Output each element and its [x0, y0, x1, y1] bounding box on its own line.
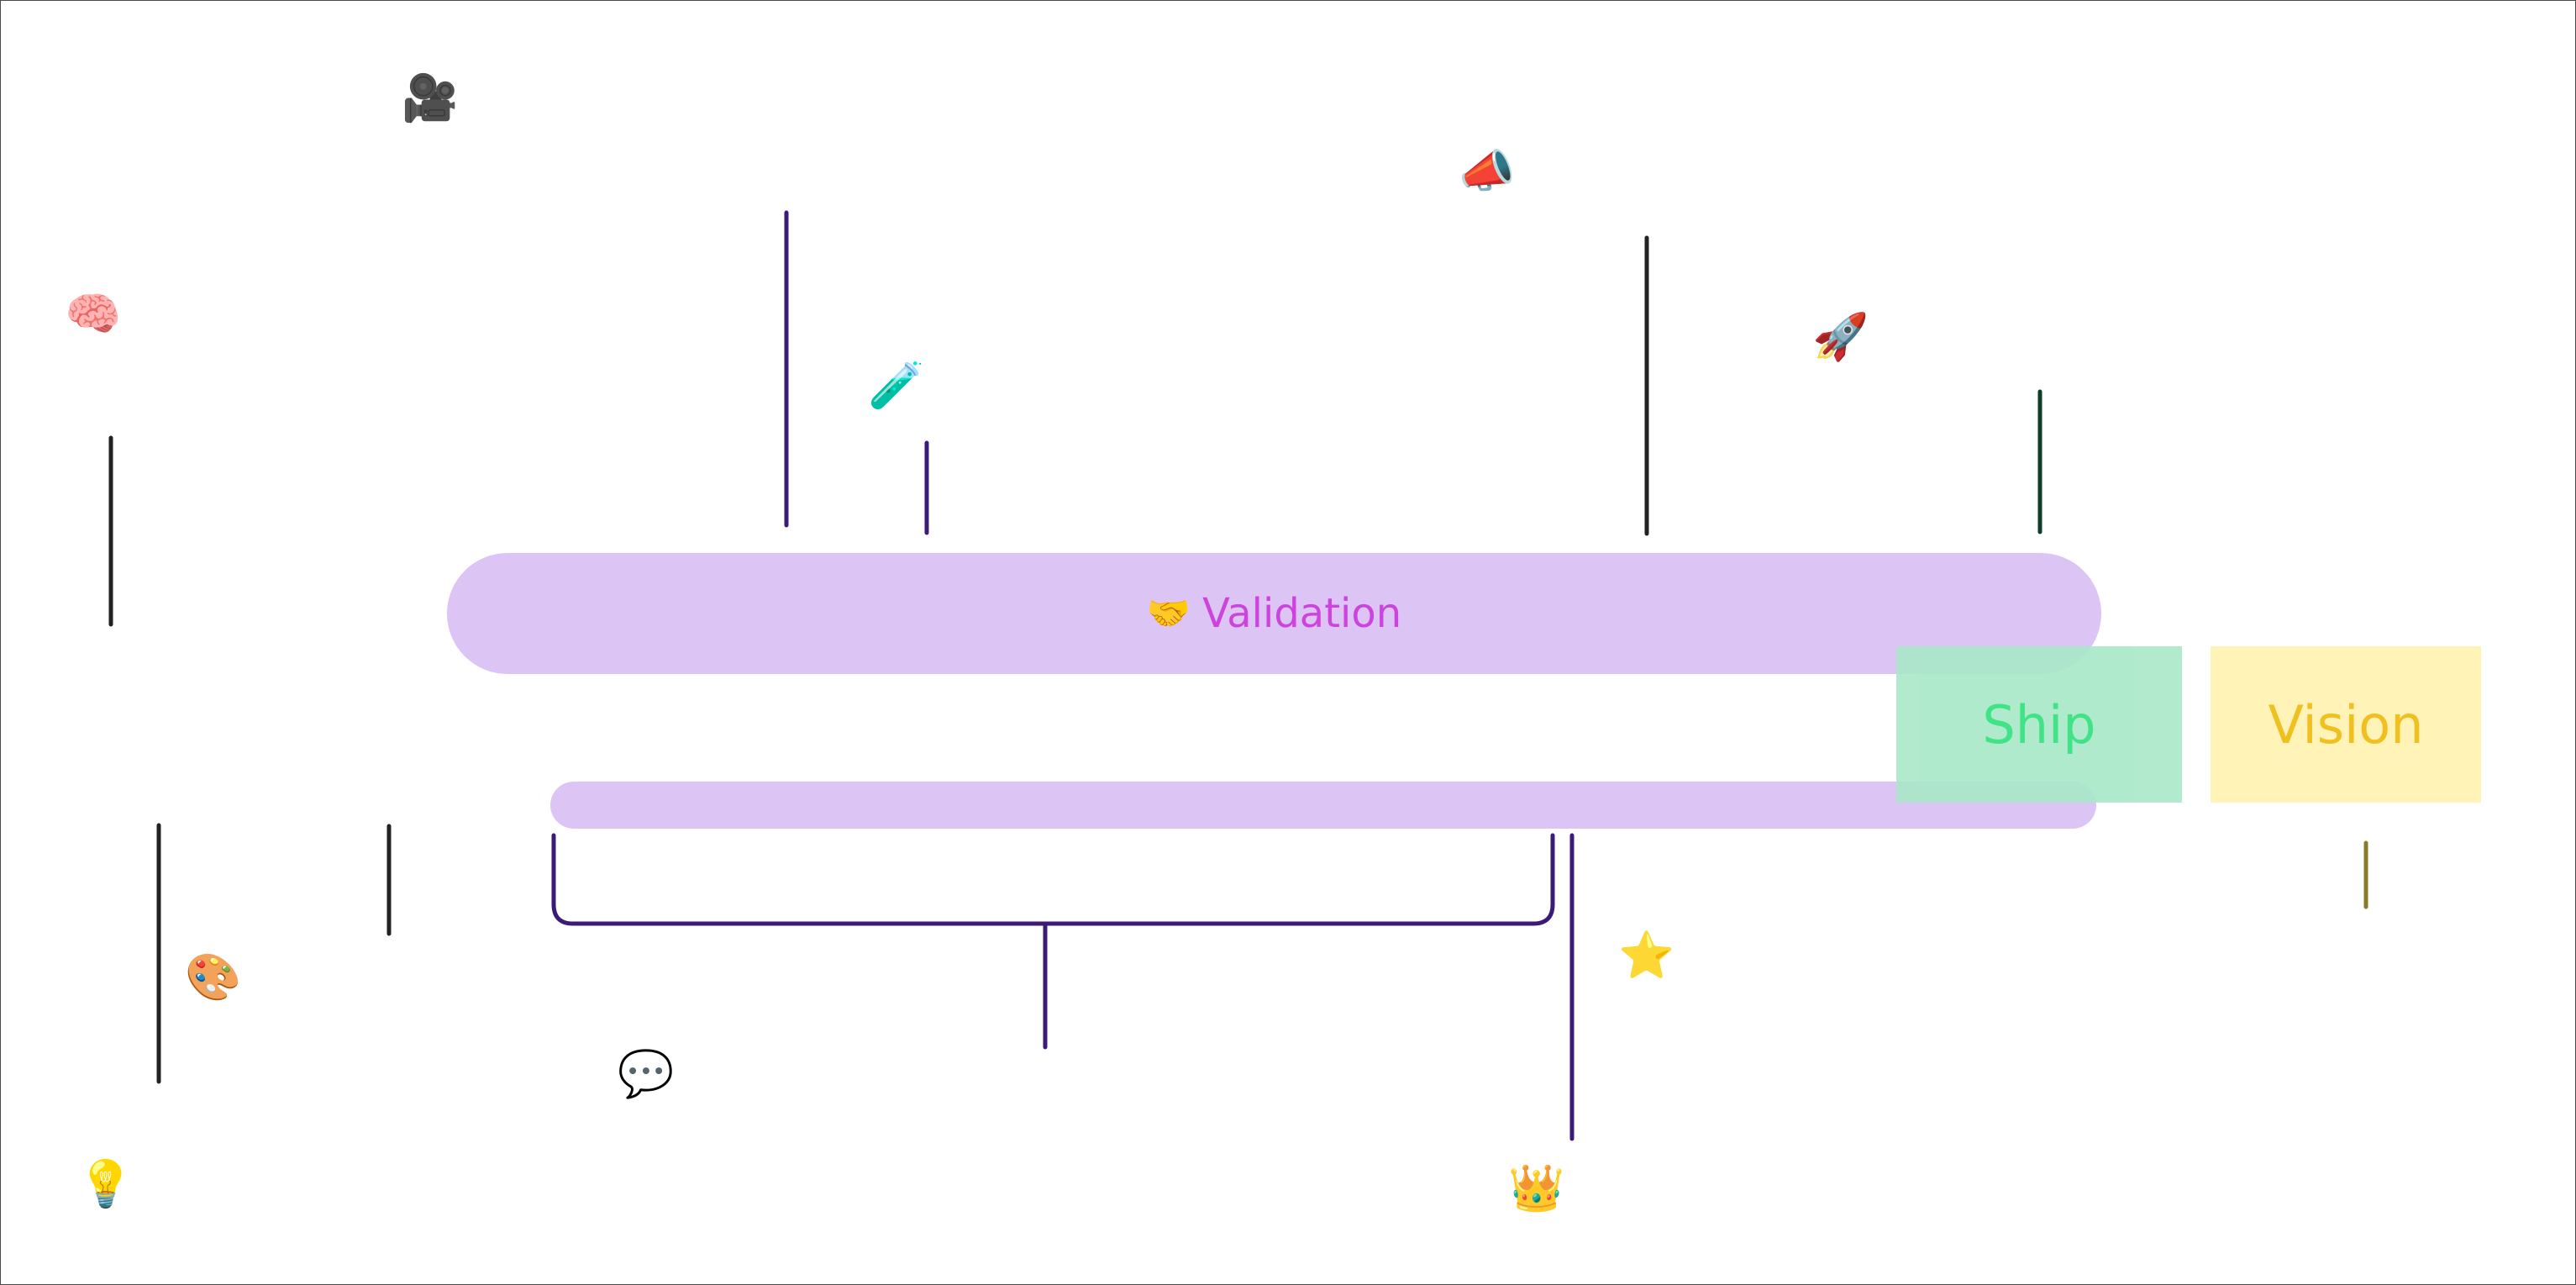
validation-label: Validation: [1202, 590, 1402, 637]
brain-icon: 🧠: [65, 287, 122, 340]
validation-pill[interactable]: 🤝 Validation: [447, 553, 2101, 674]
megaphone-icon: 📣: [1459, 145, 1516, 197]
star-icon: ⭐: [1618, 929, 1675, 982]
rocket-icon: 🚀: [1812, 310, 1869, 363]
lower-bar[interactable]: [550, 782, 2096, 829]
ship-tag[interactable]: Ship: [1896, 646, 2182, 803]
handshake-icon: 🤝: [1146, 592, 1191, 634]
film-camera-icon: 🎥: [402, 71, 459, 124]
bracket-connector: [551, 833, 1555, 926]
test-tube-icon: 🧪: [868, 359, 925, 412]
vision-tag[interactable]: Vision: [2211, 646, 2481, 803]
speech-bubble-icon: 💬: [618, 1047, 675, 1100]
crown-icon: 👑: [1508, 1161, 1565, 1214]
ship-label: Ship: [1982, 693, 2096, 756]
lightbulb-icon: 💡: [77, 1157, 134, 1210]
palette-icon: 🎨: [185, 951, 242, 1003]
vision-label: Vision: [2268, 693, 2424, 756]
